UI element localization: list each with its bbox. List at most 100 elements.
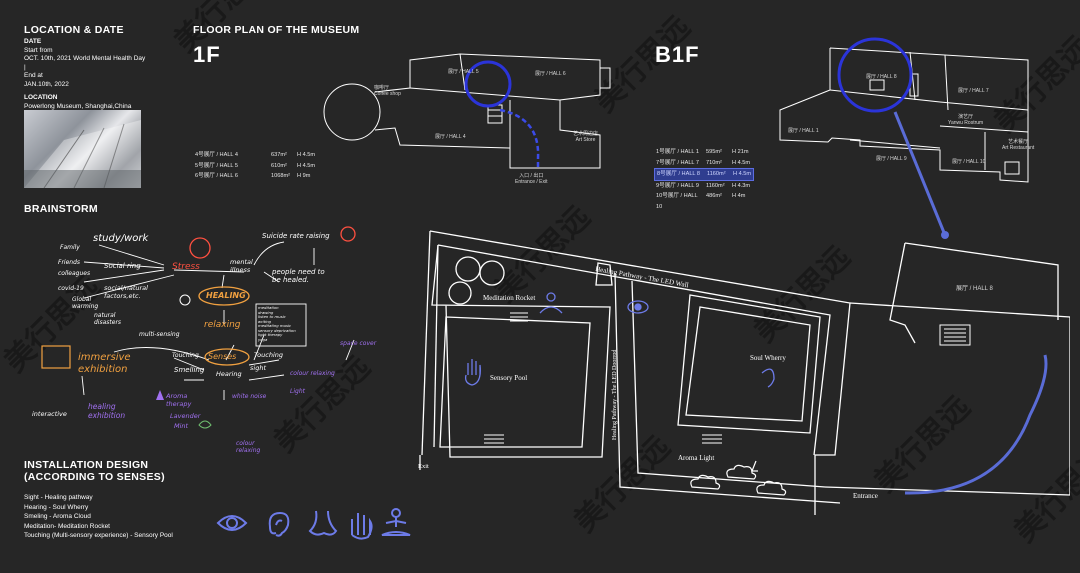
node-touching: Touching — [254, 351, 284, 359]
room-b1-restaurant: 艺术餐厅 Art Restaurant — [1002, 139, 1035, 151]
floor-1f-label: 1F — [193, 42, 221, 67]
eye-icon — [216, 515, 248, 531]
ear-icon — [761, 368, 775, 388]
label-entrance: Entrance — [853, 492, 878, 500]
room-b1-hall10: 展厅 / HALL 10 — [952, 159, 986, 165]
sun-icon — [179, 294, 191, 306]
node-colleagues: colleagues — [58, 270, 91, 277]
room-b1-hall9: 展厅 / HALL 9 — [876, 156, 907, 162]
start-date: OCT. 10th, 2021 World Mental Health Day — [24, 55, 146, 62]
room-coffee: 咖啡厅 Coffee shop — [374, 85, 401, 97]
node-suicide-rate: Suicide rate raising — [262, 232, 330, 240]
label-exit: Exit — [418, 463, 429, 470]
room-b1-hall8: 展厅 / HALL 8 — [866, 74, 897, 80]
node-global-warming: Global warming — [72, 296, 99, 310]
floor-plan-1f — [323, 53, 611, 170]
list-item: Smeling - Aroma Cloud — [24, 513, 91, 521]
node-smelling: Smelling — [174, 366, 205, 374]
connector-dot — [941, 231, 949, 239]
installation-heading: INSTALLATION DESIGN (ACCORDING TO SENSES… — [24, 459, 165, 483]
cube-icon — [41, 345, 71, 369]
brainstorm-heading: BRAINSTORM — [24, 203, 98, 215]
room-b1-yanwu: 演艺厅 Yanwu Rostrum — [948, 114, 984, 126]
label-led-doorrod: Healing Pathway - The LED Doorrod — [612, 349, 618, 440]
location-value: Powerlong Museum, Shanghai,China — [24, 102, 132, 110]
list-item: Meditation- Meditation Rocket — [24, 522, 110, 530]
list-item: Touching (Multi-sensory experience) - Se… — [24, 532, 173, 540]
nose-icon — [308, 510, 338, 536]
suicide-icon — [340, 226, 356, 242]
end-date: JAN.10th, 2022 — [24, 80, 69, 88]
cloud-icon — [726, 464, 757, 480]
date-divider: | — [24, 63, 26, 71]
installation-heading-line2: (ACCORDING TO SENSES) — [24, 471, 165, 483]
node-mental-illness: mental illness — [230, 258, 253, 274]
node-senses: Senses — [208, 352, 237, 361]
hand-icon — [351, 513, 373, 540]
cloud-icon — [756, 480, 787, 496]
start-label: Start from — [24, 46, 53, 54]
floor-plan-b1f — [779, 37, 1029, 239]
label-hall8: 展厅 / HALL 8 — [956, 286, 993, 292]
room-hall5: 展厅 / HALL 5 — [448, 69, 479, 75]
node-natural-disasters: natural disasters — [94, 312, 122, 326]
room-hall4: 展厅 / HALL 4 — [435, 134, 466, 140]
label-aroma-light: Aroma Light — [678, 454, 715, 462]
cloud-icon — [690, 474, 721, 490]
museum-photo-drawing — [24, 120, 141, 189]
meditation-icon — [546, 292, 556, 302]
node-light: Light — [290, 388, 305, 395]
leaf-icon — [198, 420, 212, 429]
hand-icon — [464, 359, 481, 386]
room-hall6: 展厅 / HALL 6 — [535, 71, 566, 77]
floor-plan-title: FLOOR PLAN OF THE MUSEUM — [193, 24, 360, 36]
node-aroma-therapy: Aroma therapy — [166, 392, 192, 408]
node-people-need: people need to be healed. — [272, 268, 325, 284]
node-healing-outline — [198, 286, 250, 306]
list-item: Sight - Healing pathway — [24, 494, 93, 501]
installation-heading-line1: INSTALLATION DESIGN — [24, 459, 149, 471]
node-multi-sensing: multi-sensing — [139, 331, 180, 338]
date-label: DATE — [24, 38, 42, 45]
node-social-ring: Social ring — [104, 262, 141, 270]
highlight-circle-1f — [464, 60, 512, 108]
node-colour-relaxing-2: colour relaxing — [236, 440, 261, 454]
installation-map — [419, 230, 1070, 515]
eye-icon — [627, 300, 649, 314]
meditation-icon — [381, 508, 411, 536]
sense-icons-row — [216, 508, 411, 540]
node-space-cover: space cover — [340, 340, 377, 347]
route-1f — [499, 108, 540, 170]
node-activity-list: meditation drawing listen to music writi… — [258, 305, 296, 342]
node-sight: sight — [250, 364, 266, 372]
brainstorm-map — [41, 226, 356, 429]
node-friends: Friends — [58, 259, 81, 266]
installation-list: Sight - Healing pathway Hearing - Soul W… — [24, 493, 173, 541]
node-study-work: study/work — [93, 233, 149, 244]
floor-b1f-label: B1F — [655, 42, 700, 67]
node-white-noise: white noise — [232, 393, 267, 400]
highlight-circle-b1f — [837, 37, 913, 113]
room-art-store: 艺术周边店 Art Store — [573, 131, 599, 143]
node-lavender: Lavender — [170, 412, 201, 420]
lavender-icon — [156, 390, 164, 400]
stress-icon — [189, 237, 211, 259]
node-stress: Stress — [172, 262, 200, 272]
room-b1-hall1: 展厅 / HALL 1 — [788, 128, 819, 134]
label-soul-wherry: Soul Wherry — [750, 354, 786, 362]
node-social-natural: social/natural factors,etc. — [104, 284, 148, 300]
room-b1-hall7: 展厅 / HALL 7 — [958, 88, 989, 94]
list-box — [255, 303, 307, 347]
node-immersive: immersive exhibition — [78, 352, 131, 375]
route-curve — [904, 354, 1048, 495]
end-label: End at — [24, 72, 43, 79]
